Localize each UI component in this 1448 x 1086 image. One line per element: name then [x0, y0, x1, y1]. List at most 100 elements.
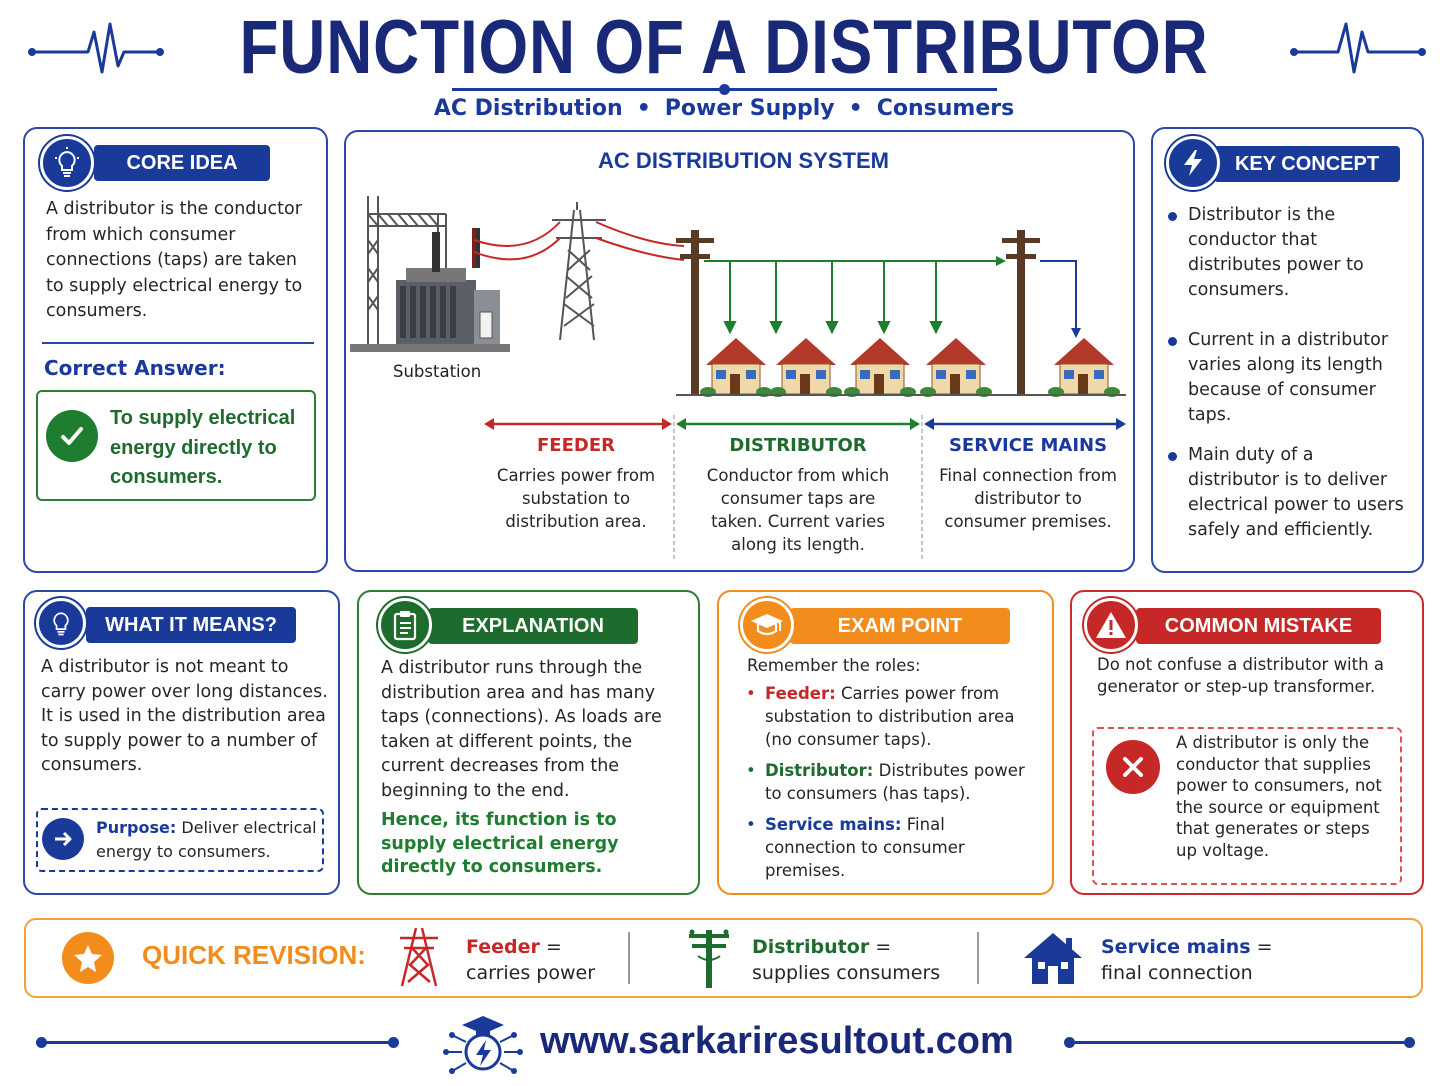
list-item: • Service mains: Final connection to con…	[746, 813, 1036, 882]
key-concept-heading: KEY CONCEPT	[1214, 146, 1400, 182]
quick-divider	[977, 932, 979, 984]
list-item: Main duty of a distributor is to deliver…	[1166, 443, 1406, 543]
role-desc: Carries power from substation to distrib…	[765, 684, 1015, 749]
house-icon	[920, 338, 992, 397]
warning-text: A distributor is only the conductor that…	[1176, 733, 1382, 860]
pulse-icon-right	[1290, 22, 1426, 74]
correct-answer-label: Correct Answer:	[44, 356, 226, 380]
lightbulb-icon	[36, 598, 86, 648]
diagram-title: AC DISTRIBUTION SYSTEM	[598, 148, 889, 173]
quick-item-distributor: Distributor = supplies consumers	[752, 934, 940, 986]
bullet: •	[746, 761, 756, 780]
substation-label: Substation	[393, 362, 482, 381]
role-term: Feeder:	[765, 684, 836, 703]
purpose-label: Purpose:	[96, 818, 177, 837]
footer-rule-left	[40, 1041, 394, 1044]
footer-rule-dot	[36, 1037, 47, 1048]
list-item: Current in a distributor varies along it…	[1166, 328, 1406, 428]
footer-rule-dot	[1064, 1037, 1075, 1048]
house-icon	[844, 338, 916, 397]
service-mains-text: Final connection from distributor to con…	[939, 466, 1117, 531]
role-desc: Final connection to consumer premises.	[765, 815, 965, 880]
bullet: •	[746, 684, 756, 703]
what-it-means-heading: WHAT IT MEANS?	[86, 607, 296, 643]
quick-eq: =	[1250, 936, 1273, 958]
clipboard-icon	[378, 598, 432, 652]
list-item: • Feeder: Carries power from substation …	[746, 682, 1036, 751]
quick-eq: =	[539, 936, 562, 958]
exam-point-list: • Feeder: Carries power from substation …	[746, 682, 1036, 882]
lightbulb-icon	[40, 136, 94, 190]
role-term: Service mains:	[765, 815, 902, 834]
house-icon	[1048, 338, 1120, 397]
pole-icon	[689, 929, 729, 988]
warning-box	[1092, 727, 1402, 885]
role-desc: Distributes power to consumers (has taps…	[765, 761, 1025, 803]
distributor-label: DISTRIBUTOR	[729, 435, 867, 456]
purpose-box	[36, 808, 324, 872]
footer-rule-dot	[1404, 1037, 1415, 1048]
checkmark-icon	[46, 410, 98, 462]
explanation-text: A distributor runs through the distribut…	[381, 658, 662, 801]
quick-revision-bar	[24, 918, 1423, 998]
warning-icon	[1084, 598, 1138, 652]
insulator-icon	[472, 228, 480, 268]
quick-term: Service mains	[1101, 936, 1251, 958]
pulse-icon-left	[28, 22, 164, 74]
common-mistake-text: Do not confuse a distributor with a gene…	[1097, 655, 1384, 696]
subtitle-item: Consumers	[876, 96, 1015, 121]
list-item: • Distributor: Distributes power to cons…	[746, 759, 1036, 805]
distributor-text: Conductor from which consumer taps are t…	[706, 466, 890, 554]
list-item: Distributor is the conductor that distri…	[1166, 203, 1406, 303]
footer-url[interactable]: www.sarkariresultout.com	[540, 1020, 1014, 1062]
lightning-icon	[1166, 136, 1220, 190]
subtitle: AC Distribution•Power Supply•Consumers	[433, 96, 1015, 121]
section-arrows	[484, 412, 1126, 560]
purpose-text: Purpose: Deliver electrical energy to co…	[96, 816, 318, 864]
transformer-icon	[350, 232, 510, 352]
core-idea-heading: CORE IDEA	[94, 145, 270, 181]
correct-answer-box	[36, 390, 316, 501]
quick-revision-label: QUICK REVISION:	[142, 940, 366, 970]
correct-answer-text: To supply electrical energy directly to …	[110, 407, 296, 488]
key-concept-list: Distributor is the conductor that distri…	[1166, 203, 1406, 543]
core-idea-text: A distributor is the conductor from whic…	[46, 199, 303, 321]
pole-icon	[1002, 230, 1040, 395]
arrow-right-icon	[42, 818, 84, 860]
quick-desc: supplies consumers	[752, 962, 941, 984]
distribution-illustration	[350, 196, 1126, 397]
core-idea-divider	[42, 342, 314, 344]
service-mains-label: SERVICE MAINS	[948, 435, 1108, 456]
quick-term: Distributor	[752, 936, 870, 958]
what-it-means-text: A distributor is not meant to carry powe…	[41, 657, 328, 775]
tower-icon	[552, 202, 606, 341]
explanation-conclusion: Hence, its function is to supply electri…	[381, 810, 619, 877]
graduation-cap-icon	[740, 598, 794, 652]
subtitle-item: AC Distribution	[433, 96, 623, 121]
role-term: Distributor:	[765, 761, 874, 780]
exam-point-intro: Remember the roles:	[747, 656, 921, 675]
quick-divider	[628, 932, 630, 984]
quick-term: Feeder	[466, 936, 540, 958]
quick-item-feeder: Feeder = carries power	[466, 934, 595, 986]
exam-point-heading: EXAM POINT	[790, 608, 1010, 644]
title-divider-dot	[719, 84, 730, 95]
quick-item-service-mains: Service mains = final connection	[1101, 934, 1273, 986]
star-icon	[62, 932, 114, 984]
bullet: •	[746, 815, 756, 834]
feeder-label: FEEDER	[537, 435, 615, 456]
footer-rule-right	[1068, 1041, 1410, 1044]
core-idea-card	[23, 127, 328, 573]
common-mistake-heading: COMMON MISTAKE	[1136, 608, 1381, 644]
house-icon	[700, 338, 772, 397]
feeder-text: Carries power from substation to distrib…	[496, 466, 656, 531]
key-concept-card	[1151, 127, 1424, 573]
quick-desc: final connection	[1101, 962, 1253, 984]
quick-desc: carries power	[466, 962, 596, 984]
pole-icon	[676, 230, 714, 395]
footer-rule-dot	[388, 1037, 399, 1048]
house-icon	[1024, 933, 1082, 984]
quick-eq: =	[869, 936, 892, 958]
purpose-value: Deliver electrical energy to consumers.	[96, 818, 317, 861]
close-icon	[1106, 740, 1160, 794]
